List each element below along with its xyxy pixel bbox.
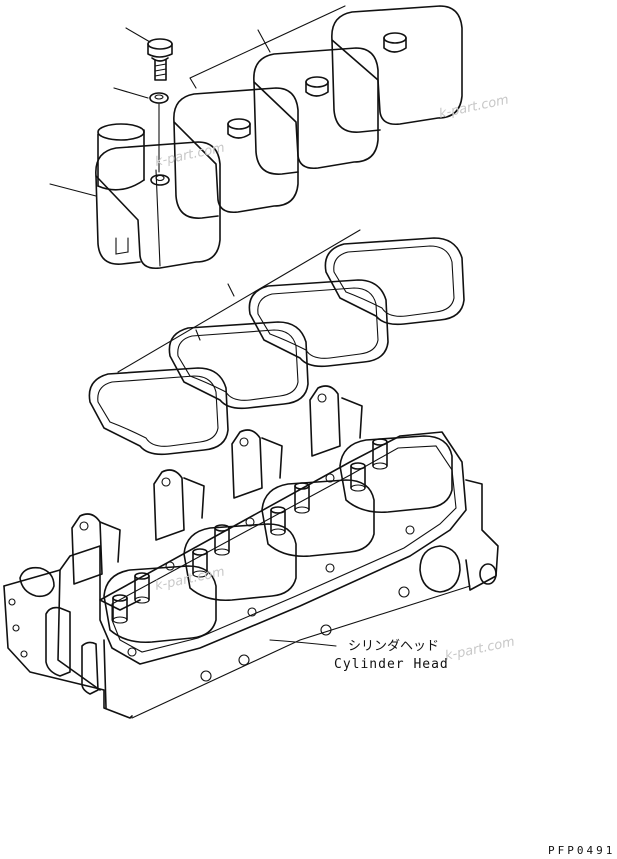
valve-spring: [192, 548, 208, 578]
valve-spring: [134, 572, 150, 604]
cover-nut: [383, 32, 407, 53]
valve-spring: [214, 524, 230, 556]
valve-spring: [270, 506, 286, 536]
label-leader-line: [269, 639, 337, 647]
valve-spring: [372, 438, 388, 470]
valve-spring: [350, 462, 366, 492]
cover-bolt: [125, 27, 173, 81]
valve-spring: [112, 594, 128, 624]
watermark: k-part.com: [438, 93, 510, 122]
label-english: Cylinder Head: [334, 657, 449, 672]
cover-nut: [150, 174, 170, 186]
drawing-number: PFP0491: [548, 844, 615, 857]
cylinder-head: [3, 385, 499, 719]
label-japanese: シリンダヘッド: [348, 639, 439, 654]
watermark: k-part.com: [444, 635, 516, 664]
cover-washer: [113, 87, 169, 173]
valve-cover-gasket: [88, 229, 465, 456]
cover-nut: [227, 118, 251, 139]
valve-cover: [49, 5, 463, 270]
valve-spring: [294, 482, 310, 514]
cover-nut: [305, 76, 329, 97]
